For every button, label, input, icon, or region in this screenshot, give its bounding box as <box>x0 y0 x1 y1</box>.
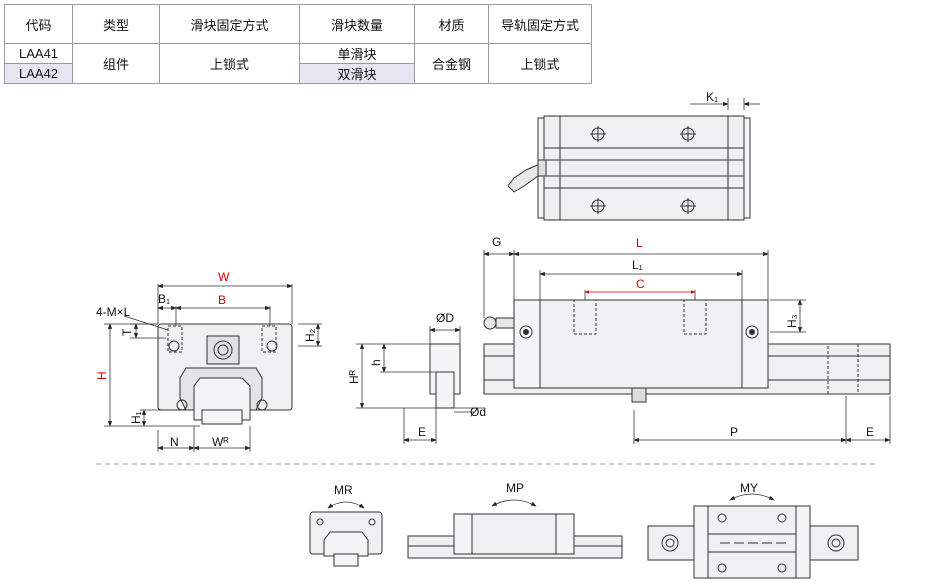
moment-my-view <box>647 493 859 579</box>
dim-l1: L₁ <box>632 258 643 272</box>
grease-nipple-icon <box>483 316 515 330</box>
rail-mount-value: 上锁式 <box>488 43 592 84</box>
spec-table: 代码 类型 滑块固定方式 滑块数量 材质 导轨固定方式 LAA41 组件 上锁式… <box>4 4 592 84</box>
moment-mp-label: MP <box>506 481 524 495</box>
dim-m: 4-M×L <box>96 305 131 319</box>
dim-g: G <box>492 235 501 249</box>
mount-hole-icon <box>590 126 696 214</box>
dim-e: E <box>418 425 426 439</box>
block-mount-value: 上锁式 <box>159 43 300 84</box>
dim-hr: Hᴿ <box>347 369 361 384</box>
dim-p: P <box>730 425 738 439</box>
header-code: 代码 <box>4 4 73 44</box>
dim-d-small: Ød <box>470 405 486 419</box>
header-rail-mount: 导轨固定方式 <box>488 4 592 44</box>
dim-d: ØD <box>436 311 454 325</box>
type-value: 组件 <box>72 43 160 84</box>
header-type: 类型 <box>72 4 160 44</box>
moment-my-label: MY <box>740 481 758 495</box>
material-value: 合金钢 <box>414 43 489 84</box>
mount-hole-icon <box>661 513 845 573</box>
dim-k1: K₁ <box>706 90 718 104</box>
moment-mr-label: MR <box>334 483 353 497</box>
bolt-icon <box>519 325 759 339</box>
dim-h: H <box>95 371 109 380</box>
dim-e2: E <box>866 425 874 439</box>
code-laa41: LAA41 <box>4 43 73 64</box>
dim-h3: H₃ <box>785 314 799 328</box>
moment-mp-view <box>407 499 623 559</box>
spec-row-1: LAA41 组件 上锁式 单滑块 合金钢 上锁式 <box>4 43 592 84</box>
spec-row-2: LAA42 双滑块 <box>4 63 592 84</box>
dim-c: C <box>636 277 645 291</box>
top-view <box>507 98 760 221</box>
dim-wr: Wᴿ <box>212 435 229 449</box>
dim-n: N <box>170 435 179 449</box>
dim-b1: B₁ <box>158 292 170 306</box>
header-block-count: 滑块数量 <box>299 4 415 44</box>
code-laa42: LAA42 <box>4 63 73 84</box>
spec-header-row: 代码 类型 滑块固定方式 滑块数量 材质 导轨固定方式 <box>4 4 592 44</box>
dim-l: L <box>636 236 643 250</box>
moment-mr-view <box>309 501 383 567</box>
front-view <box>157 323 293 425</box>
dim-t: T <box>120 328 134 336</box>
dim-h2: H₂ <box>303 328 317 342</box>
dim-b: B <box>218 293 226 307</box>
grease-nipple-icon <box>507 159 547 193</box>
dim-h-small: h <box>369 359 383 366</box>
dim-w: W <box>218 270 230 284</box>
dim-h1: H₁ <box>129 411 143 424</box>
bolt-icon <box>168 340 278 411</box>
block-count-double: 双滑块 <box>299 63 415 84</box>
side-view <box>429 299 891 409</box>
